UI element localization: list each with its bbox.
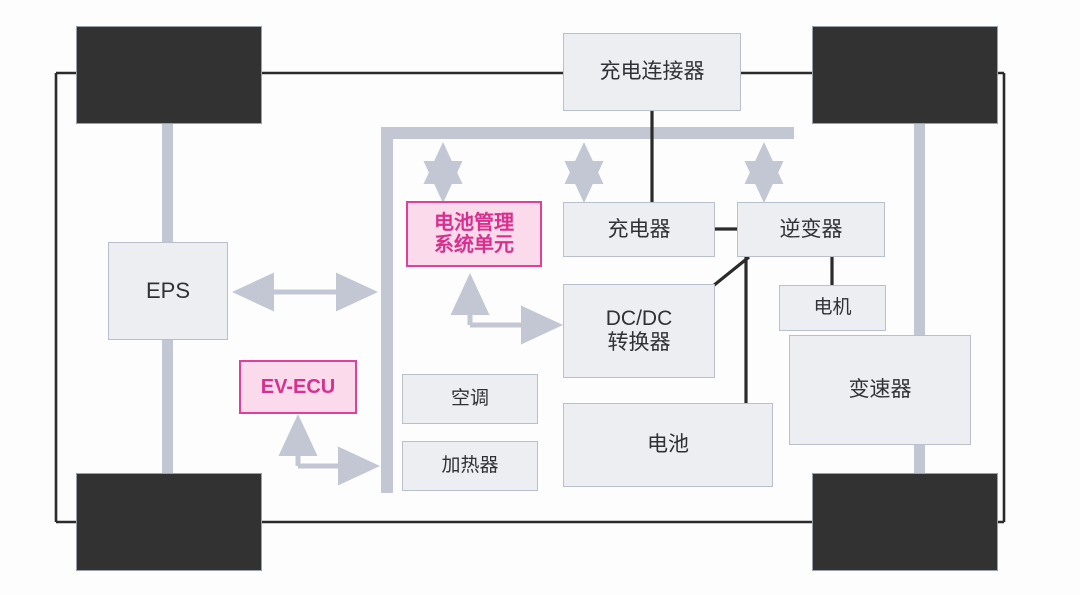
- node-label: 逆变器: [779, 217, 843, 241]
- node-label: DC/DC 转换器: [605, 307, 673, 354]
- node-transmission[interactable]: 变速器: [789, 335, 971, 445]
- bus-vertical: [381, 127, 393, 493]
- node-motor[interactable]: 电机: [779, 285, 886, 331]
- node-dcdc-converter[interactable]: DC/DC 转换器: [563, 284, 715, 378]
- node-label: 加热器: [441, 455, 499, 477]
- node-label: 变速器: [848, 378, 912, 402]
- node-label: 电池: [647, 433, 689, 457]
- arrow-group: [231, 141, 784, 312]
- bus-horizontal: [381, 127, 794, 139]
- node-battery[interactable]: 电池: [563, 403, 773, 487]
- node-bms-unit[interactable]: 电池管理 系统单元: [406, 201, 542, 267]
- node-ev-ecu[interactable]: EV-ECU: [239, 360, 357, 414]
- wheel-front-right: [812, 26, 998, 124]
- node-label: 充电器: [607, 217, 671, 241]
- node-heater[interactable]: 加热器: [402, 441, 538, 491]
- node-charge-connector[interactable]: 充电连接器: [563, 33, 741, 111]
- axle-front-left: [162, 118, 173, 246]
- wheel-front-left: [76, 26, 262, 124]
- node-inverter[interactable]: 逆变器: [737, 202, 885, 257]
- node-eps[interactable]: EPS: [108, 242, 228, 340]
- high-voltage-bus: [381, 127, 794, 493]
- node-label: 电池管理 系统单元: [434, 211, 514, 256]
- axle-group: [162, 118, 925, 478]
- wire-dcdc-to-inverter: [711, 255, 751, 288]
- node-charger[interactable]: 充电器: [563, 202, 715, 257]
- wire-group: [650, 111, 834, 403]
- node-label: 电机: [813, 297, 852, 319]
- arrow-evecu-to-bus: [278, 413, 381, 486]
- node-label: EV-ECU: [260, 375, 336, 398]
- wheel-rear-left: [76, 473, 262, 571]
- node-label: 充电连接器: [599, 60, 705, 84]
- wheel-rear-right: [812, 473, 998, 571]
- node-label: 空调: [450, 388, 489, 410]
- node-label: EPS: [145, 277, 191, 303]
- axle-front-right: [914, 118, 925, 340]
- axle-rear-right: [914, 438, 925, 478]
- node-air-conditioner[interactable]: 空调: [402, 374, 538, 424]
- axle-rear-left: [162, 336, 173, 478]
- arrow-bms-to-dcdc: [450, 272, 564, 345]
